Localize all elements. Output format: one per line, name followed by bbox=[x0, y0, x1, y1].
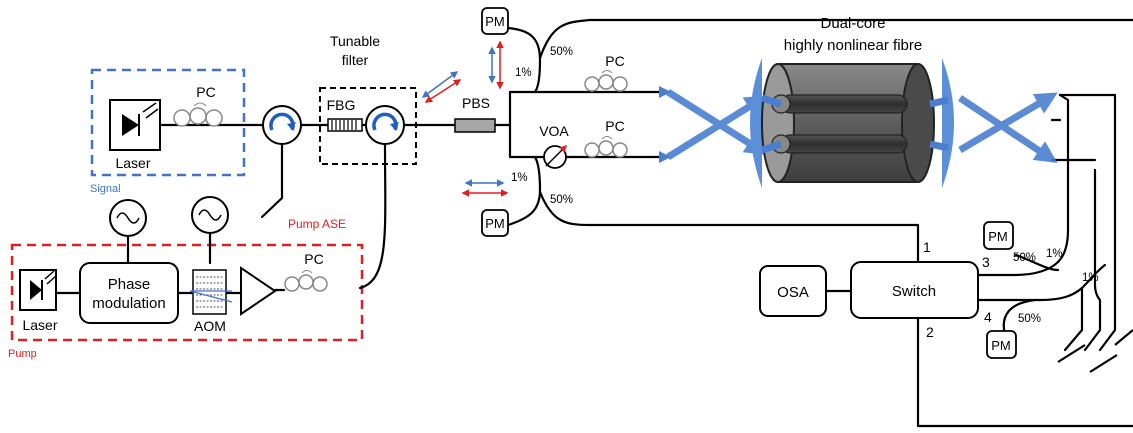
fibre-title-line1: Dual-core bbox=[820, 15, 885, 32]
lower-split-1: 1% bbox=[511, 172, 528, 184]
upper-pm: PM bbox=[481, 7, 509, 35]
right-pm-top-label: PM bbox=[988, 229, 1008, 244]
amplifier bbox=[240, 266, 277, 316]
voa-icon bbox=[545, 144, 568, 167]
polarization-arrows-upper bbox=[488, 40, 504, 90]
laser-icon bbox=[30, 280, 42, 300]
amplifier-icon bbox=[240, 266, 277, 316]
aom-label: AOM bbox=[194, 318, 226, 334]
right-top-split-50: 50% bbox=[1013, 252, 1036, 264]
lower-pm-label: PM bbox=[485, 216, 505, 231]
switch-port-2: 2 bbox=[926, 324, 934, 340]
signal-pc-label: PC bbox=[196, 84, 215, 100]
circulator-1 bbox=[262, 105, 302, 145]
upper-pc-label: PC bbox=[605, 53, 624, 69]
pump-group-box bbox=[10, 243, 364, 342]
lower-pc-label: PC bbox=[605, 118, 624, 134]
osa-label: OSA bbox=[777, 284, 809, 301]
mirror-icon bbox=[1089, 354, 1118, 373]
mirror-icon bbox=[1057, 344, 1086, 363]
signal-laser-label: Laser bbox=[115, 155, 150, 171]
switch-port-3: 3 bbox=[982, 254, 990, 270]
signal-laser: Laser bbox=[109, 99, 161, 171]
phase-modulator: Phase modulation bbox=[79, 262, 179, 324]
upper-split-50: 50% bbox=[550, 46, 573, 58]
lower-split-50: 50% bbox=[550, 194, 573, 206]
tunable-filter-label-line1: Tunable bbox=[330, 33, 380, 49]
output-lens bbox=[942, 58, 954, 188]
pump-label: Pump bbox=[8, 348, 37, 360]
lower-pm: PM bbox=[481, 209, 509, 237]
pbs-label: PBS bbox=[462, 95, 490, 111]
switch: Switch bbox=[850, 261, 979, 319]
polarization-controller-icon bbox=[584, 70, 628, 92]
lens-icon bbox=[942, 58, 954, 188]
sine-generator-2 bbox=[191, 196, 229, 234]
laser-icon bbox=[122, 114, 139, 136]
tunable-filter-label-line2: filter bbox=[342, 52, 369, 68]
polarization-controller-icon bbox=[584, 136, 628, 158]
switch-port-4: 4 bbox=[984, 309, 992, 325]
lower-pc: PC bbox=[584, 118, 628, 158]
polarization-controller-icon bbox=[173, 102, 223, 127]
phase-mod-label-line1: Phase bbox=[108, 276, 151, 293]
osa: OSA bbox=[759, 265, 827, 317]
right-bottom-split-50: 50% bbox=[1018, 313, 1041, 325]
upper-pm-label: PM bbox=[485, 14, 505, 29]
mirror-icon bbox=[1114, 329, 1133, 346]
phase-mod-label-line2: modulation bbox=[92, 295, 165, 312]
sine-generator-icon bbox=[116, 212, 140, 224]
polarization-controller-icon bbox=[284, 270, 328, 292]
mirrors bbox=[1057, 329, 1133, 373]
input-fibre-ends bbox=[760, 94, 783, 154]
pump-pc: PC bbox=[284, 251, 328, 292]
sine-generator-1 bbox=[109, 199, 147, 237]
fbg: FBG bbox=[327, 97, 363, 132]
fbg-icon bbox=[331, 120, 357, 130]
input-lens bbox=[750, 58, 762, 188]
right-pm-bottom-label: PM bbox=[991, 338, 1011, 353]
right-top-split-1: 1% bbox=[1046, 248, 1063, 260]
dual-core-fibre bbox=[761, 63, 935, 183]
input-beams bbox=[666, 89, 768, 160]
voa: VOA bbox=[539, 123, 569, 169]
aom: AOM bbox=[189, 269, 233, 334]
pump-laser-label: Laser bbox=[22, 317, 57, 333]
upper-pc: PC bbox=[584, 53, 628, 92]
signal-group-box bbox=[90, 68, 246, 177]
sine-generator-icon bbox=[198, 209, 222, 221]
fbg-label: FBG bbox=[327, 97, 356, 113]
right-tap-1: 1% bbox=[1082, 272, 1099, 284]
switch-label: Switch bbox=[892, 283, 936, 300]
switch-port-1: 1 bbox=[923, 239, 931, 255]
voa-label: VOA bbox=[539, 123, 569, 139]
polarization-arrows-lower bbox=[461, 179, 509, 197]
polarization-arrows-filter bbox=[421, 71, 462, 103]
output-fibre-ends bbox=[929, 96, 949, 152]
right-pm-bottom: PM bbox=[986, 330, 1017, 359]
circulator-2 bbox=[365, 105, 405, 145]
right-pm-top: PM bbox=[983, 221, 1014, 250]
pump-ase-label: Pump ASE bbox=[288, 217, 346, 231]
fibre-title-line2: highly nonlinear fibre bbox=[784, 37, 922, 54]
pump-pc-label: PC bbox=[304, 251, 323, 267]
fibre-paths bbox=[54, 18, 1133, 428]
output-beams bbox=[958, 92, 1058, 163]
signal-pc: PC bbox=[173, 84, 223, 127]
pump-laser: Laser bbox=[19, 269, 58, 333]
lens-icon bbox=[750, 58, 762, 188]
signal-label: Signal bbox=[90, 183, 121, 195]
pbs: PBS bbox=[454, 95, 496, 133]
upper-split-1: 1% bbox=[515, 67, 532, 79]
